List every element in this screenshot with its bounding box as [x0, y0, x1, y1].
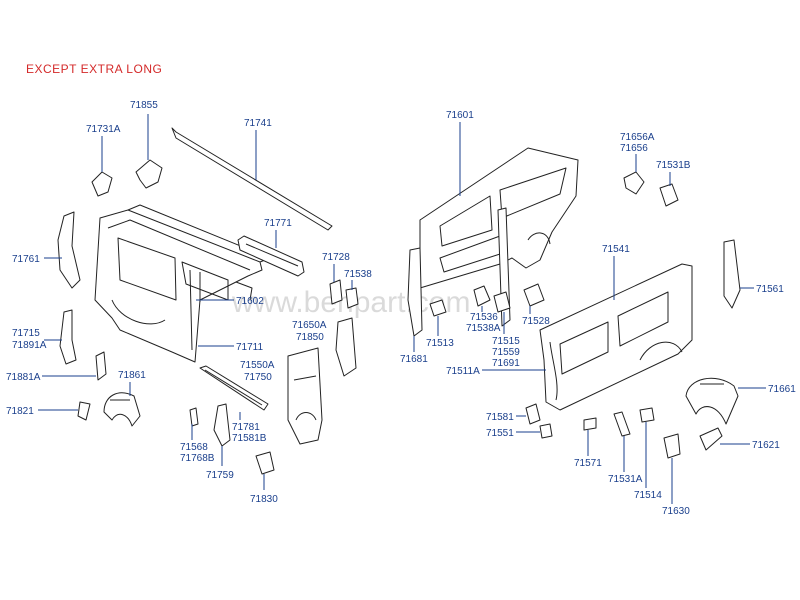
label-71514: 71514	[634, 490, 662, 501]
label-71515: 71515	[492, 336, 520, 347]
label-71621: 71621	[752, 440, 780, 451]
label-71559: 71559	[492, 347, 520, 358]
right-side-panel-drawing	[407, 147, 741, 459]
label-71581B: 71581B	[232, 433, 267, 444]
part-labels: 71855 71731A 71741 71761 71771 71602 717…	[6, 100, 796, 517]
label-71561: 71561	[756, 284, 784, 295]
label-71602: 71602	[236, 296, 264, 307]
label-71891A: 71891A	[12, 340, 47, 351]
label-71550A: 71550A	[240, 360, 275, 371]
label-71656A: 71656A	[620, 132, 655, 143]
label-71650A: 71650A	[292, 320, 327, 331]
label-71855: 71855	[130, 100, 158, 111]
label-71571: 71571	[574, 458, 602, 469]
label-71881A: 71881A	[6, 372, 41, 383]
label-71850: 71850	[296, 332, 324, 343]
label-71771: 71771	[264, 218, 292, 229]
label-71830: 71830	[250, 494, 278, 505]
label-71551: 71551	[486, 428, 514, 439]
label-71750: 71750	[244, 372, 272, 383]
label-71581: 71581	[486, 412, 514, 423]
label-71821: 71821	[6, 406, 34, 417]
label-71630: 71630	[662, 506, 690, 517]
left-side-panel-drawing	[57, 127, 359, 475]
label-71541: 71541	[602, 244, 630, 255]
label-71568: 71568	[180, 442, 208, 453]
label-71513: 71513	[426, 338, 454, 349]
label-71531B: 71531B	[656, 160, 691, 171]
label-71531A: 71531A	[608, 474, 643, 485]
label-71711: 71711	[236, 342, 264, 353]
label-71761: 71761	[12, 254, 40, 265]
label-71691: 71691	[492, 358, 520, 369]
label-71768B: 71768B	[180, 453, 215, 464]
label-71681: 71681	[400, 354, 428, 365]
label-71741: 71741	[244, 118, 272, 129]
leader-lines	[38, 114, 766, 504]
label-71656: 71656	[620, 143, 648, 154]
label-71781: 71781	[232, 422, 260, 433]
diagram-title: EXCEPT EXTRA LONG	[26, 62, 163, 76]
label-71536: 71536	[470, 312, 498, 323]
label-71528: 71528	[522, 316, 550, 327]
label-71759: 71759	[206, 470, 234, 481]
label-71601: 71601	[446, 110, 474, 121]
label-71728: 71728	[322, 252, 350, 263]
label-71511A: 71511A	[446, 366, 480, 377]
label-71538A: 71538A	[466, 323, 501, 334]
label-71731A: 71731A	[86, 124, 121, 135]
label-71861: 71861	[118, 370, 146, 381]
label-71715: 71715	[12, 328, 40, 339]
label-71661: 71661	[768, 384, 796, 395]
label-71538: 71538	[344, 269, 372, 280]
